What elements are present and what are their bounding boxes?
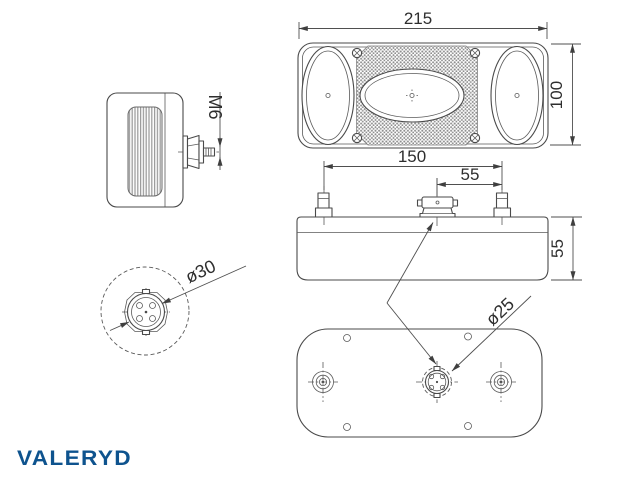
- stud-boss-right: [486, 362, 516, 402]
- connector-plug: [416, 178, 459, 226]
- detail-view: ø30: [100, 256, 247, 356]
- dim-body-depth: 55: [548, 216, 582, 281]
- hole: [464, 332, 472, 341]
- dim-stud-spacing-label: 150: [398, 147, 426, 166]
- hole: [343, 334, 351, 342]
- top-view: 150 55 55: [296, 147, 582, 365]
- left-lens: [301, 45, 355, 146]
- screw-icon: [469, 47, 481, 59]
- center-lens-center-mark: [406, 89, 418, 102]
- dim-front-width-label: 215: [404, 9, 432, 28]
- left-lens-center-mark: [325, 93, 331, 99]
- back-outline: [296, 328, 543, 438]
- dim-stud-thread: M6: [205, 92, 225, 170]
- right-lens: [490, 45, 544, 146]
- left-lens-inner: [306, 50, 350, 141]
- lens-stripes: [127, 106, 163, 197]
- dim-stud-spacing: 150: [323, 147, 503, 190]
- dim-front-height-label: 100: [547, 81, 566, 109]
- screw-icon: [469, 132, 481, 144]
- stud-boss-left: [308, 362, 338, 402]
- center-lens-inner: [364, 73, 460, 118]
- right-lens-center-mark: [514, 93, 520, 99]
- mounting-stud-left: [314, 186, 333, 225]
- detail-boundary-circle: [100, 266, 190, 356]
- hole: [464, 422, 472, 430]
- center-lens: [359, 68, 465, 123]
- dim-connector-offset: 55: [436, 165, 503, 196]
- dim-stud-thread-label: M6: [205, 94, 225, 119]
- back-view: ø25: [296, 294, 543, 438]
- right-lens-inner: [495, 50, 539, 141]
- side-stud: [178, 134, 219, 170]
- body-profile: [296, 216, 549, 281]
- connector-socket: [416, 361, 458, 403]
- dim-body-depth-label: 55: [548, 239, 567, 258]
- dim-connector-offset-label: 55: [461, 165, 480, 184]
- dim-connector-diameter-label: ø25: [482, 294, 518, 330]
- dim-detail-diameter-label: ø30: [182, 256, 219, 287]
- screw-icon: [351, 47, 363, 59]
- hole: [343, 423, 351, 431]
- connector-leader-lines: [386, 222, 437, 365]
- side-view: M6: [106, 92, 225, 208]
- brand-logo: VALERYD: [17, 447, 132, 470]
- front-view: 215 100: [297, 9, 581, 149]
- dim-connector-diameter: ø25: [451, 294, 532, 372]
- detail-connector: [122, 288, 170, 336]
- screw-icons: [351, 47, 481, 144]
- mounting-stud-right: [493, 186, 512, 225]
- dim-front-height: 100: [547, 43, 581, 146]
- lamp-outline: [297, 42, 549, 149]
- dim-front-width: 215: [298, 9, 548, 39]
- screw-icon: [351, 132, 363, 144]
